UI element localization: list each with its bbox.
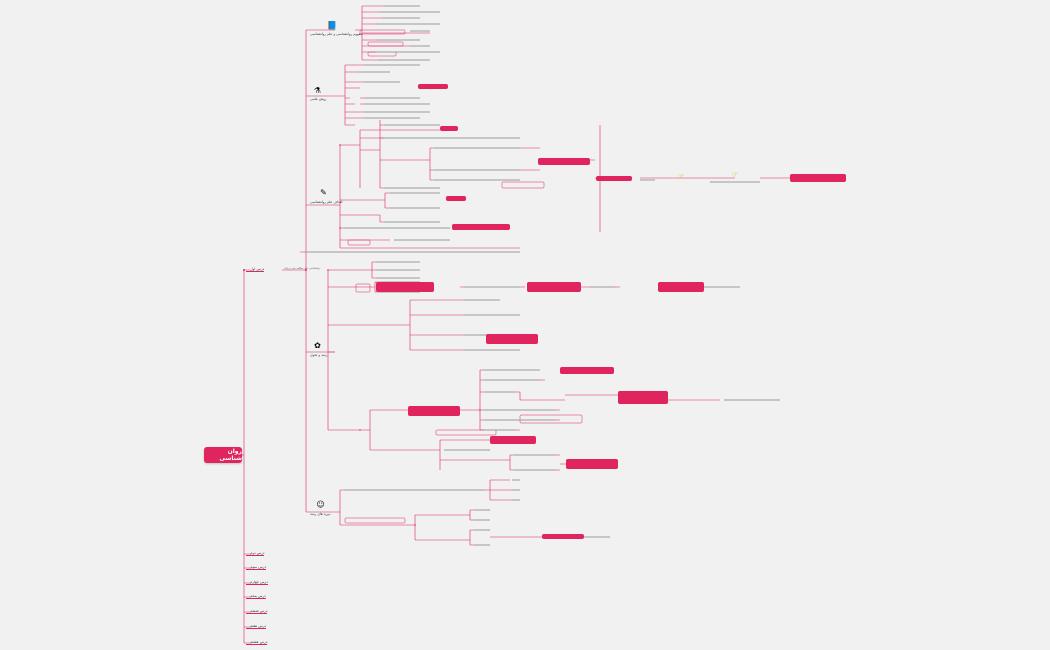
topic-1[interactable]: مفهوم روانشناسی و علم روانشناسی <box>310 32 363 36</box>
topic-2[interactable]: روش علمی <box>310 97 327 101</box>
highlight-node[interactable] <box>440 126 458 131</box>
highlight-node[interactable] <box>376 282 434 292</box>
highlight-node[interactable] <box>418 84 448 89</box>
lesson-3[interactable]: درس سوم <box>246 565 266 570</box>
lesson-2[interactable]: درس دوم <box>245 551 265 556</box>
brain-icon: ✿ <box>314 341 321 350</box>
lesson-1[interactable]: درس اول <box>245 267 265 272</box>
lesson-1-caption: روانشناسی علم مطالعه ذهن و رفتار <box>284 267 321 270</box>
highlight-node[interactable] <box>452 224 510 230</box>
highlight-node[interactable] <box>538 158 590 165</box>
highlight-node[interactable] <box>446 196 466 201</box>
baby-icon: ☺ <box>316 500 325 509</box>
pencil-icon: ✎ <box>320 188 327 197</box>
highlight-node[interactable] <box>560 367 614 374</box>
highlight-node[interactable] <box>490 436 536 444</box>
highlight-node[interactable] <box>408 406 460 416</box>
flask-icon: ⚗ <box>313 86 322 95</box>
lesson-4[interactable]: درس چهارم <box>246 580 268 585</box>
root-node[interactable]: روان شناسی <box>204 447 242 463</box>
highlight-node[interactable] <box>566 459 618 469</box>
highlight-node[interactable] <box>542 534 584 539</box>
topic-3[interactable]: اهداف علم روانشناسی <box>310 200 343 204</box>
sticker-icon: ☞ <box>677 172 685 181</box>
highlight-node[interactable] <box>486 334 538 344</box>
topic-5[interactable]: دوره های رشد <box>310 512 331 516</box>
highlight-node[interactable] <box>596 176 632 181</box>
topic-4[interactable]: رشد و تحول <box>310 353 328 357</box>
book-icon: 📘 <box>327 21 337 30</box>
highlight-node[interactable] <box>527 282 581 292</box>
lesson-7[interactable]: درس هفتم <box>245 624 267 629</box>
highlight-node[interactable] <box>790 174 846 182</box>
highlight-node[interactable] <box>658 282 704 292</box>
highlight-node[interactable] <box>618 391 668 404</box>
sticker-icon: ☞ <box>731 170 739 179</box>
lesson-8[interactable]: درس هشتم <box>245 640 268 645</box>
lesson-6[interactable]: درس ششم <box>245 609 268 614</box>
lesson-5[interactable]: درس پنجم <box>246 594 266 599</box>
